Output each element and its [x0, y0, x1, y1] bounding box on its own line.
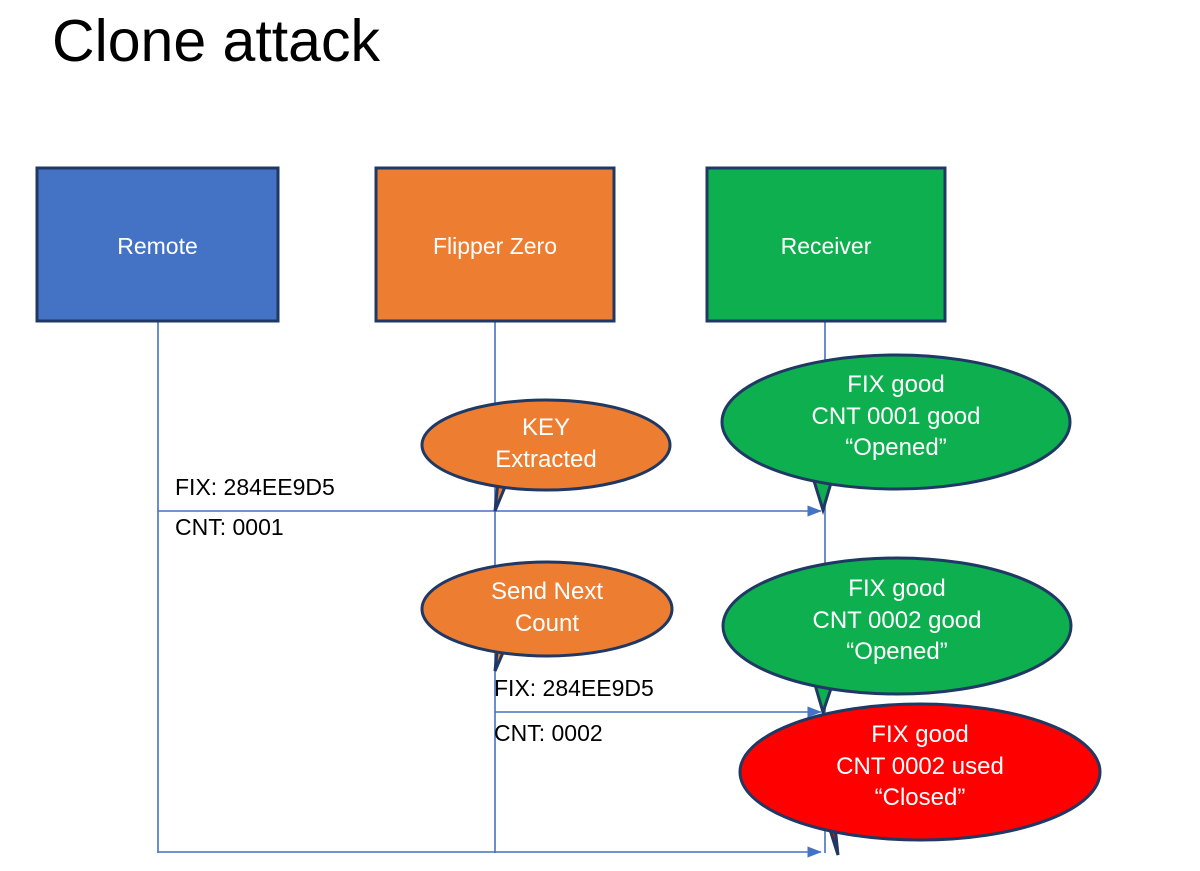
callout-ellipse-receiver-ack-0001 [720, 353, 1072, 491]
actor-box-receiver[interactable] [705, 166, 947, 323]
actor-label-remote: Remote [117, 233, 198, 259]
actor-label-receiver: Receiver [780, 233, 872, 259]
callout-receiver-reject-0002-shape[interactable] [738, 702, 1102, 856]
actor-box-remote[interactable] [35, 166, 280, 323]
message-arrows [158, 505, 822, 858]
actor-box-flipper-zero[interactable] [374, 166, 616, 323]
callout-ellipse-receiver-reject-0002 [738, 702, 1102, 842]
callout-ellipse-send-next-count [420, 560, 674, 658]
callout-text-receiver-reject-0002: FIX good CNT 0002 used “Closed” [836, 721, 1004, 812]
message-label-1-cnt: CNT: 0001 [175, 514, 284, 540]
callout-text-receiver-ack-0002: FIX good CNT 0002 good “Opened” [812, 575, 982, 666]
actor-label-flipper-zero: Flipper Zero [433, 233, 557, 259]
message-label-2-cnt: CNT: 0002 [494, 720, 603, 746]
callout-text-receiver-ack-0001: FIX good CNT 0001 good “Opened” [811, 371, 981, 462]
callout-text-send-next-count: Send Next Count [490, 578, 604, 637]
callout-key-extracted-shape[interactable] [420, 398, 672, 512]
callout-ellipse-receiver-ack-0002 [721, 556, 1073, 696]
callout-send-next-count-shape[interactable] [420, 560, 674, 672]
actor-boxes [35, 166, 947, 323]
callout-ellipse-key-extracted [420, 398, 672, 492]
message-label-1-fix: FIX: 284EE9D5 [175, 474, 335, 500]
callout-receiver-ack-0001-shape[interactable] [720, 353, 1072, 516]
callout-receiver-ack-0002-shape[interactable] [721, 556, 1073, 717]
page-title: Clone attack [52, 8, 380, 74]
message-label-2-fix: FIX: 284EE9D5 [494, 675, 654, 701]
callout-text-key-extracted: KEY Extracted [495, 414, 597, 473]
